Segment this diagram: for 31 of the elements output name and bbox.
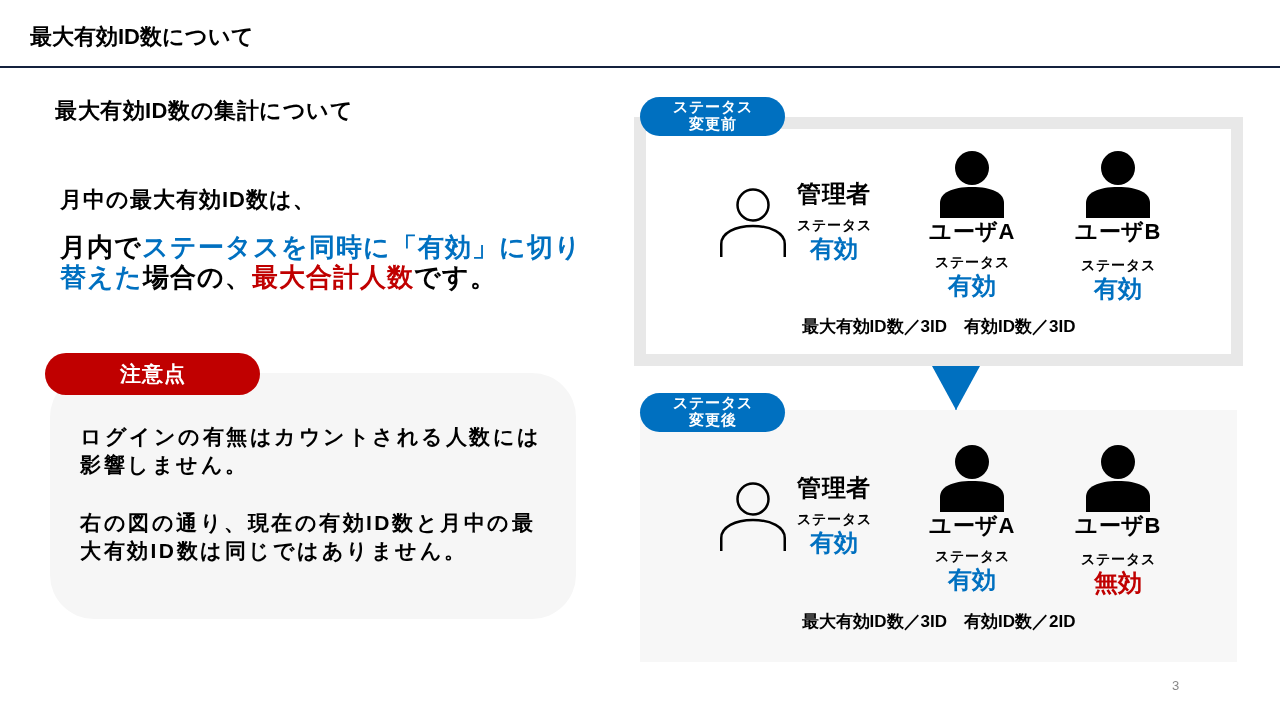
status-caption: ステータス	[934, 547, 1010, 565]
person-name: ユーザB	[1075, 218, 1161, 246]
section-heading: 最大有効ID数の集計について	[55, 97, 354, 125]
page-number: 3	[1172, 677, 1180, 695]
person-name: 管理者	[797, 179, 871, 209]
arrow	[932, 365, 980, 411]
status-value: 有効	[809, 528, 859, 558]
status-value: 有効	[1093, 274, 1143, 304]
person-name: 管理者	[797, 473, 871, 503]
section-tag: ステータス変更前	[640, 97, 785, 136]
status-caption: ステータス	[934, 253, 1010, 271]
intro-text: 月中の最大有効ID数は、	[60, 186, 317, 214]
status-value: 有効	[809, 234, 859, 264]
status-caption: ステータス	[1080, 256, 1156, 274]
status-value: 有効	[947, 271, 997, 301]
status-caption: ステータス	[796, 216, 872, 234]
count-text: 最大有効ID数／3ID 有効ID数／2ID	[801, 611, 1076, 633]
status-caption: ステータス	[796, 510, 872, 528]
section-tag: ステータス変更後	[640, 393, 785, 432]
person-name: ユーザB	[1075, 512, 1161, 540]
status-value: 有効	[947, 565, 997, 595]
note-text: 右の図の通り、現在の有効ID数と月中の最大有効ID数は同じではありません。	[80, 510, 536, 565]
note-text: ログインの有無はカウントされる人数には影響しません。	[80, 424, 543, 478]
heading-tag: 注意点	[45, 353, 260, 395]
count-text: 最大有効ID数／3ID 有効ID数／3ID	[801, 316, 1076, 338]
lead-text: 月内でステータスを同時に「有効」に切り替えた場合の、最大合計人数です。	[60, 232, 583, 292]
slide-title: 最大有効ID数について	[30, 23, 254, 51]
status-value: 無効	[1093, 568, 1143, 598]
person-name: ユーザA	[929, 512, 1015, 540]
status-caption: ステータス	[1080, 550, 1156, 568]
person-name: ユーザA	[929, 218, 1015, 246]
